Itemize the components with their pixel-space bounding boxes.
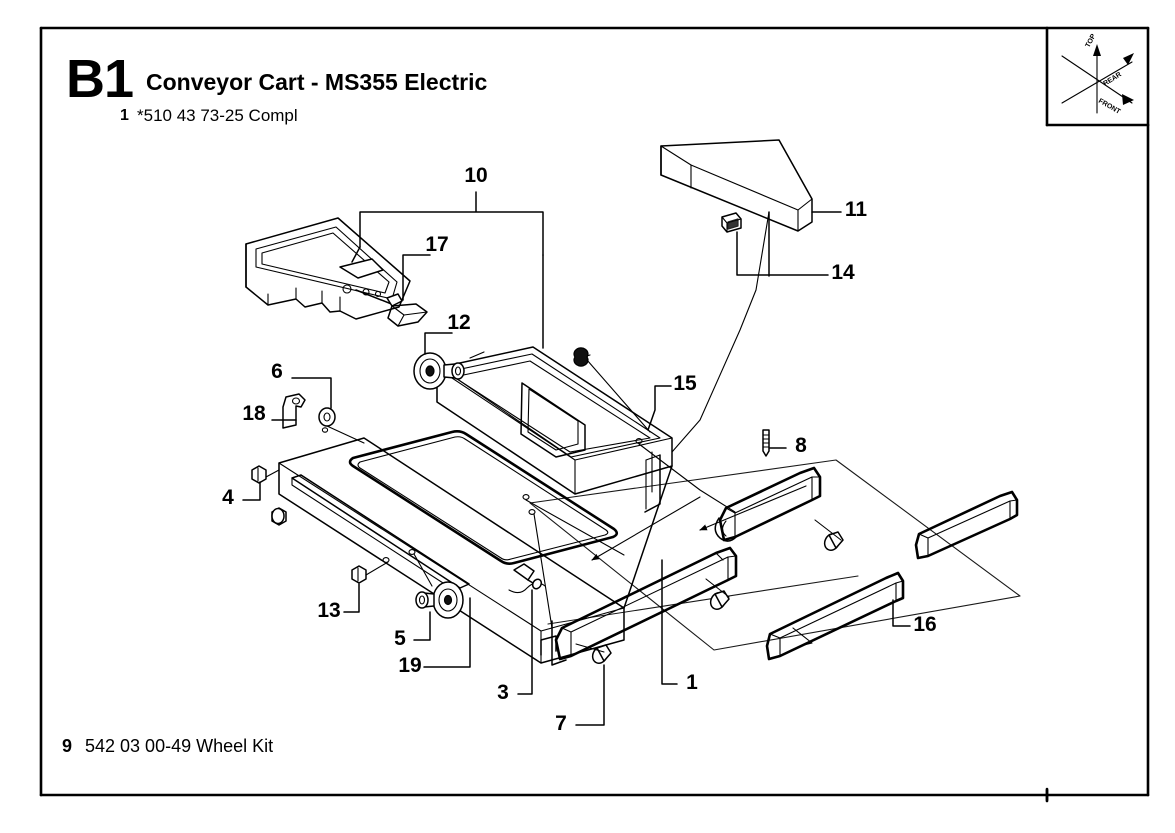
part-power-plug (386, 293, 428, 327)
orientation-axes-icon: TOP REAR FRONT (1061, 33, 1134, 116)
part-rail-16 (765, 571, 905, 661)
leader-lines (242, 191, 911, 726)
callout-7: 7 (555, 712, 567, 735)
callout-10: 10 (464, 164, 487, 187)
deck-hole-markers (321, 427, 643, 563)
ghost-reference-plane (529, 459, 1021, 651)
part-bolt-rail-far (823, 531, 844, 551)
part-rail-16-upper (914, 490, 1019, 560)
part-conveyor-deck (278, 346, 673, 666)
callout-3: 3 (497, 681, 509, 704)
callout-17: 17 (425, 233, 448, 256)
part-wheel-12 (413, 352, 465, 390)
footer-item-number: 9 (62, 736, 72, 756)
footer-part-text: 542 03 00-49 Wheel Kit (85, 736, 273, 756)
callout-15: 15 (673, 372, 697, 395)
part-screw-8 (762, 429, 770, 457)
callout-11: 11 (845, 198, 868, 221)
callout-4: 4 (222, 486, 234, 509)
part-handle-bar (660, 139, 813, 232)
part-bolt-rail-near (709, 590, 730, 610)
callout-13: 13 (317, 599, 340, 622)
part-wheel-19 (415, 581, 464, 619)
assembly-item-number: 1 (120, 107, 129, 124)
part-bolt-7 (591, 644, 612, 664)
assembly-guide-lines (265, 211, 842, 653)
part-clip (721, 212, 742, 233)
callout-18: 18 (242, 402, 266, 425)
page-border (39, 26, 1150, 802)
part-drive-housing (245, 217, 411, 320)
callout-1: 1 (686, 671, 698, 694)
part-bolt-3 (513, 563, 543, 590)
callout-14: 14 (831, 261, 855, 284)
rail-hook-detail (714, 517, 738, 542)
plate-code: B1 (66, 49, 133, 109)
part-nut-4 (251, 465, 267, 484)
callout-6: 6 (271, 360, 283, 383)
assembly-part-number: *510 43 73-25 Compl (137, 106, 298, 125)
callout-5: 5 (394, 627, 406, 650)
callout-8: 8 (795, 434, 807, 457)
part-bolt-deck-left (271, 507, 285, 525)
part-nut-13 (351, 565, 367, 584)
callout-19: 19 (398, 654, 421, 677)
callout-16: 16 (913, 613, 936, 636)
page-title: Conveyor Cart - MS355 Electric (146, 69, 488, 95)
part-side-rail-far (718, 466, 822, 542)
callout-12: 12 (447, 311, 470, 334)
